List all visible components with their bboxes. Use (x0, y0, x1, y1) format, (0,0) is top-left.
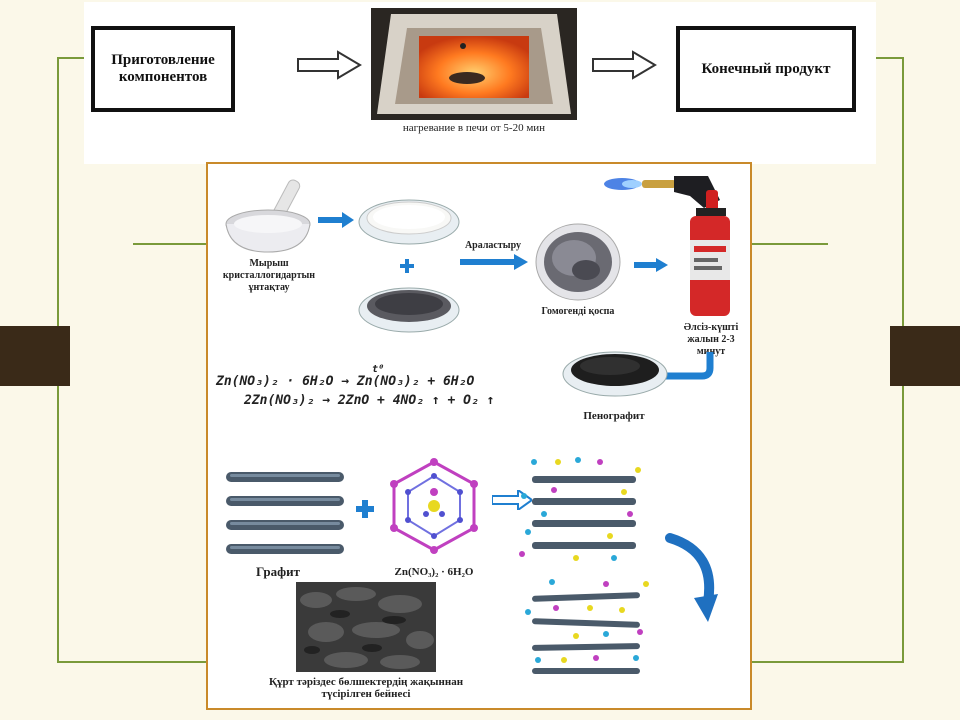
flow-step-final-label: Конечный продукт (701, 60, 831, 77)
flow-step-final: Конечный продукт (676, 26, 856, 112)
arrow-to-flame (634, 258, 668, 272)
zinc-nitrate-molecule-image (390, 458, 478, 554)
photo-caption: Құрт тәріздес бөлшектердің жақыннан түсі… (268, 676, 464, 700)
flow-arrow-2 (592, 50, 657, 80)
expanded-graphite-image (525, 579, 649, 674)
flow-step-prepare: Приготовление компонентов (91, 26, 235, 112)
penographite-label: Пенографит (583, 410, 645, 422)
arrow-mixing (460, 254, 528, 270)
equation-1-arrow: → (341, 374, 350, 389)
equation-1: Zn(NO₃)₂ · 6H₂O → Zn(NO₃)₂ + 6H₂O (216, 374, 474, 389)
synthesis-scheme-panel: Мырыш кристаллогидартын ұнтақтау Араласт… (206, 162, 752, 710)
plus-icon (400, 259, 414, 273)
flow-step-prepare-label: Приготовление компонентов (111, 52, 215, 85)
homogeneous-mixture-image (535, 223, 621, 301)
grinding-label: Мырыш кристаллогидартын ұнтақтау (222, 258, 316, 293)
petri-dish-salt (358, 199, 460, 245)
flame-label: Әлсіз-күшті жалын 2-3 минут (683, 322, 739, 357)
frame-inner-left (133, 243, 206, 245)
plus-icon-2 (356, 500, 374, 518)
petri-dish-graphite (358, 287, 460, 333)
worm-particles-photo (296, 582, 436, 672)
mixing-label: Араластыру (464, 240, 522, 251)
equation-1-arrow-label: t⁰ (372, 364, 385, 375)
frame-inner-right (752, 243, 828, 245)
graphite-layers-image (226, 472, 344, 554)
equation-1-right: Zn(NO₃)₂ + 6H₂O (356, 374, 475, 389)
side-bar-left (0, 326, 70, 386)
zinc-nitrate-label: Zn(NO₃)₂ · 6H₂O (394, 566, 474, 578)
homogeneous-label: Гомогенді қоспа (541, 306, 615, 317)
arrow-expansion (665, 533, 718, 622)
graphite-label: Графит (255, 564, 301, 579)
flow-arrow-1 (297, 50, 362, 80)
side-bar-right (890, 326, 960, 386)
gas-torch-image (604, 176, 730, 316)
furnace-image (371, 8, 577, 120)
flow-step-furnace-caption: нагревание в печи от 5-20 мин (402, 122, 546, 134)
mortar-pestle-image (225, 179, 311, 253)
equation-2: 2Zn(NO₃)₂ → 2ZnO + 4NO₂ ↑ + O₂ ↑ (244, 393, 495, 408)
top-flow-panel: Приготовление компонентов нагревание в п… (84, 2, 876, 164)
equation-1-left: Zn(NO₃)₂ · 6H₂O (216, 374, 334, 389)
arrow-to-dishes (318, 212, 354, 228)
penographite-dish-image (562, 351, 668, 397)
intercalated-graphite-image (519, 457, 641, 561)
